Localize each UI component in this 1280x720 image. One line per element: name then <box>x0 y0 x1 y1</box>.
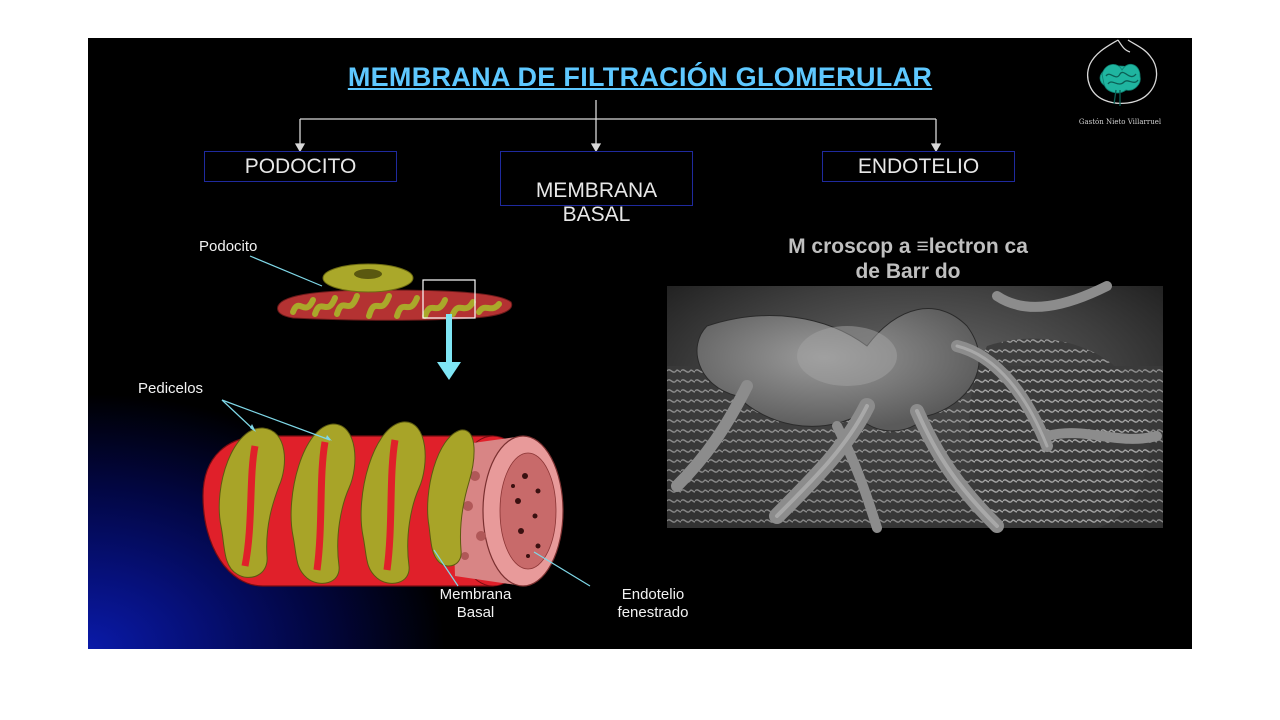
slide: MEMBRANA DE FILTRACIÓN GLOMERULAR PODOCI… <box>88 38 1192 649</box>
box-podocito-label: PODOCITO <box>244 155 357 178</box>
electron-micrograph-image <box>667 281 1163 533</box>
zoom-arrow-icon <box>437 314 461 380</box>
box-membrana-basal-label: MEMBRANA BASAL <box>535 179 658 226</box>
endotelio-fenestrado-label: Endotelio fenestrado <box>617 586 689 621</box>
podocito-label: Podocito <box>199 238 258 255</box>
box-podocito: PODOCITO <box>204 151 397 182</box>
box-endotelio-label: ENDOTELIO <box>857 155 980 178</box>
box-endotelio: ENDOTELIO <box>822 151 1015 182</box>
pedicelos-label: Pedicelos <box>138 380 204 397</box>
kidney-logo-icon <box>1087 39 1158 106</box>
podocyte-small-illustration <box>277 263 513 321</box>
endotelio-pointer <box>533 551 591 587</box>
slide-title: MEMBRANA DE FILTRACIÓN GLOMERULAR <box>347 62 933 92</box>
membrana-basal-pointer <box>433 549 459 587</box>
filtration-membrane-illustration <box>202 421 564 587</box>
podocito-pointer <box>249 255 323 287</box>
pedicelos-pointers <box>221 399 332 441</box>
membrana-basal-label: Membrana Basal <box>439 586 512 621</box>
title-connectors <box>294 100 942 153</box>
box-membrana-basal: MEMBRANA BASAL <box>500 151 693 226</box>
logo-caption: Gastón Nieto Villarruel <box>1078 118 1162 126</box>
micrograph-title: M croscop a ≡lectron ca de Barr do <box>788 235 1028 283</box>
